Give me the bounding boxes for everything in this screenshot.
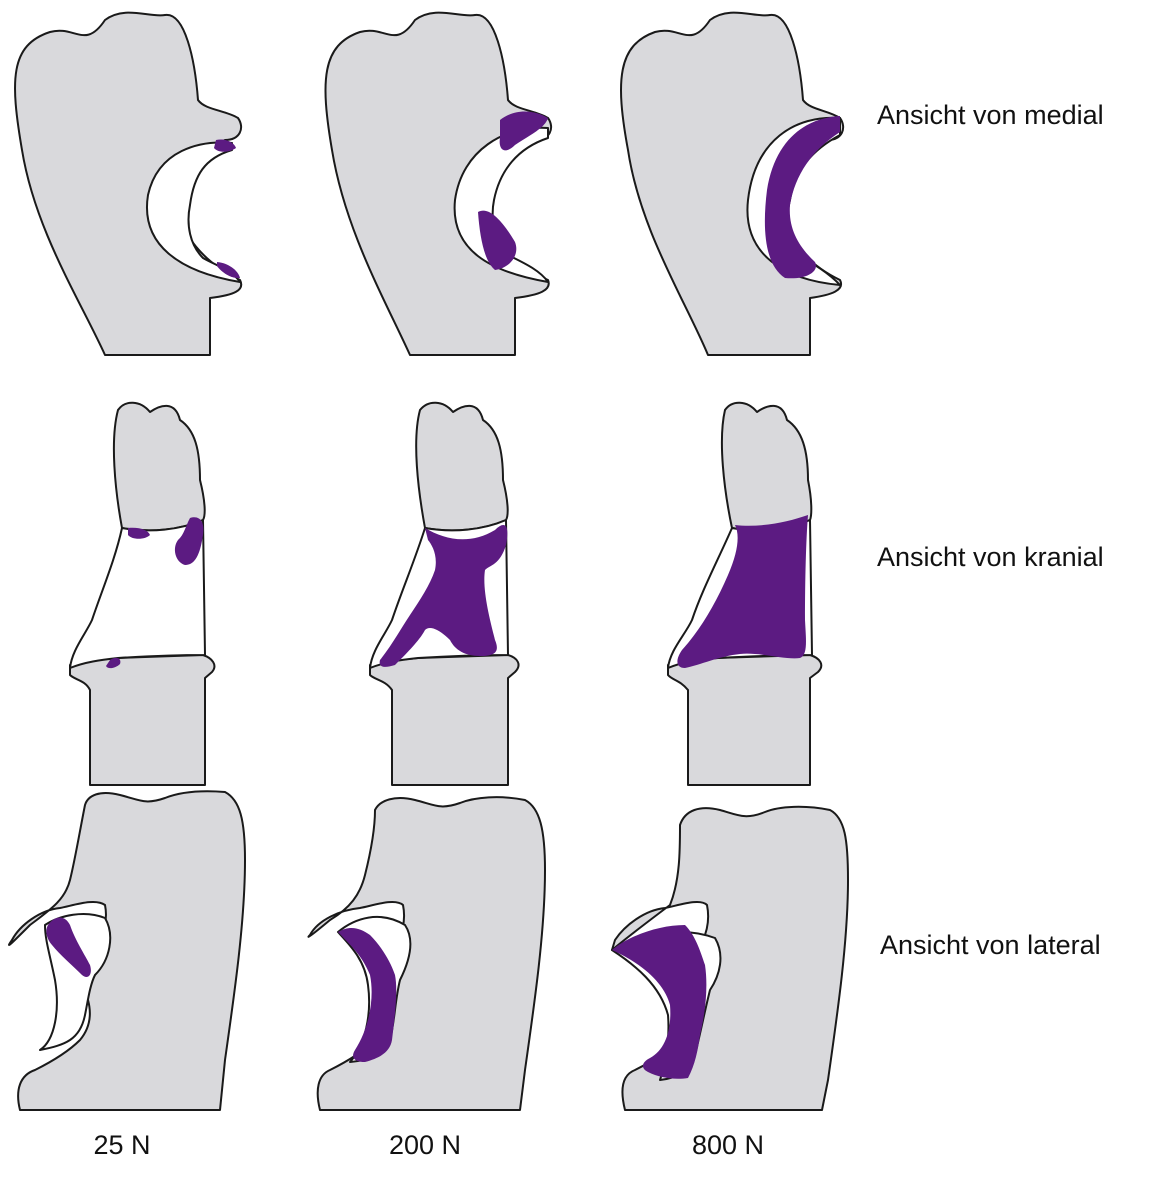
lateral-view-25N — [9, 791, 245, 1110]
contact-area — [677, 515, 808, 668]
cranial-view-25N — [70, 403, 214, 785]
cranial-view-200N — [370, 403, 519, 785]
row-label-medial: Ansicht von medial — [877, 100, 1104, 131]
medial-view-800N — [621, 13, 843, 355]
lateral-view-200N — [308, 797, 545, 1110]
cranial-view-800N — [668, 403, 821, 785]
row-label-cranial: Ansicht von kranial — [877, 542, 1104, 573]
column-label-200N: 200 N — [355, 1130, 495, 1161]
medial-view-25N — [15, 13, 241, 355]
contact-area — [612, 925, 706, 1079]
column-label-25N: 25 N — [52, 1130, 192, 1161]
lateral-view-800N — [612, 807, 848, 1110]
column-label-800N: 800 N — [658, 1130, 798, 1161]
row-label-lateral: Ansicht von lateral — [880, 930, 1101, 961]
medial-view-200N — [325, 13, 551, 355]
